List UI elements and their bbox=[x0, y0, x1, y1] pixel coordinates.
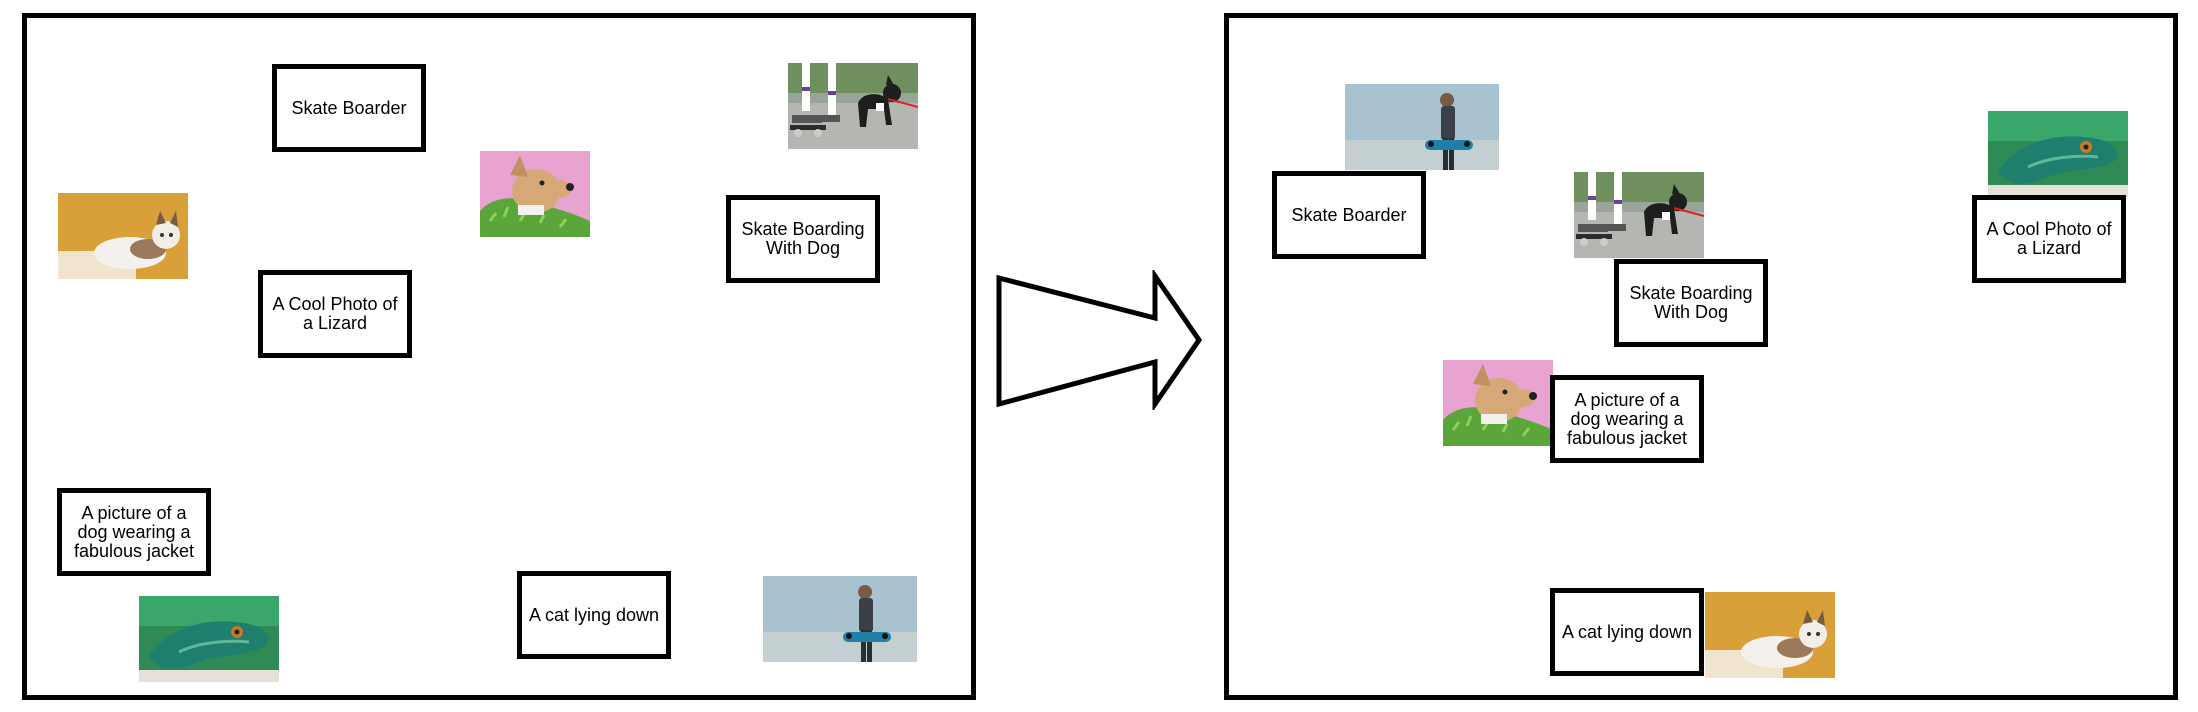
caption-cool-photo-lizard: A Cool Photo of a Lizard bbox=[1972, 195, 2126, 283]
lizard-photo bbox=[1988, 111, 2128, 197]
skateboard-with-dog-photo bbox=[788, 63, 918, 149]
skateboard-with-dog-image bbox=[788, 63, 918, 149]
caption-skate-boarding-with-dog: Skate Boarding With Dog bbox=[726, 195, 880, 283]
cat-photo bbox=[1705, 592, 1835, 678]
skateboard-with-dog-photo bbox=[1574, 172, 1704, 258]
before-panel: Skate Boarder Skate Boarding With Dog A … bbox=[22, 13, 976, 700]
after-panel: Skate Boarder Skate Boarding With Dog A … bbox=[1224, 13, 2178, 700]
skater-image bbox=[1345, 84, 1499, 170]
dog-in-jacket-photo bbox=[480, 151, 590, 237]
dog-in-jacket-image bbox=[480, 151, 590, 237]
caption-skate-boarder: Skate Boarder bbox=[272, 64, 426, 152]
caption-skate-boarding-with-dog: Skate Boarding With Dog bbox=[1614, 259, 1768, 347]
skater-photo bbox=[763, 576, 917, 662]
cat-image bbox=[1705, 592, 1835, 678]
caption-dog-jacket: A picture of a dog wearing a fabulous ja… bbox=[1550, 375, 1704, 463]
right-arrow-icon bbox=[996, 270, 1203, 410]
skateboard-with-dog-image bbox=[1574, 172, 1704, 258]
lizard-image bbox=[1988, 111, 2128, 197]
skater-image bbox=[763, 576, 917, 662]
dog-in-jacket-image bbox=[1443, 360, 1553, 446]
cat-photo bbox=[58, 193, 188, 279]
skater-photo bbox=[1345, 84, 1499, 170]
caption-cool-photo-lizard: A Cool Photo of a Lizard bbox=[258, 270, 412, 358]
cat-image bbox=[58, 193, 188, 279]
caption-cat-lying-down: A cat lying down bbox=[517, 571, 671, 659]
caption-cat-lying-down: A cat lying down bbox=[1550, 588, 1704, 676]
caption-skate-boarder: Skate Boarder bbox=[1272, 171, 1426, 259]
lizard-image bbox=[139, 596, 279, 682]
lizard-photo bbox=[139, 596, 279, 682]
caption-dog-jacket: A picture of a dog wearing a fabulous ja… bbox=[57, 488, 211, 576]
dog-in-jacket-photo bbox=[1443, 360, 1553, 446]
